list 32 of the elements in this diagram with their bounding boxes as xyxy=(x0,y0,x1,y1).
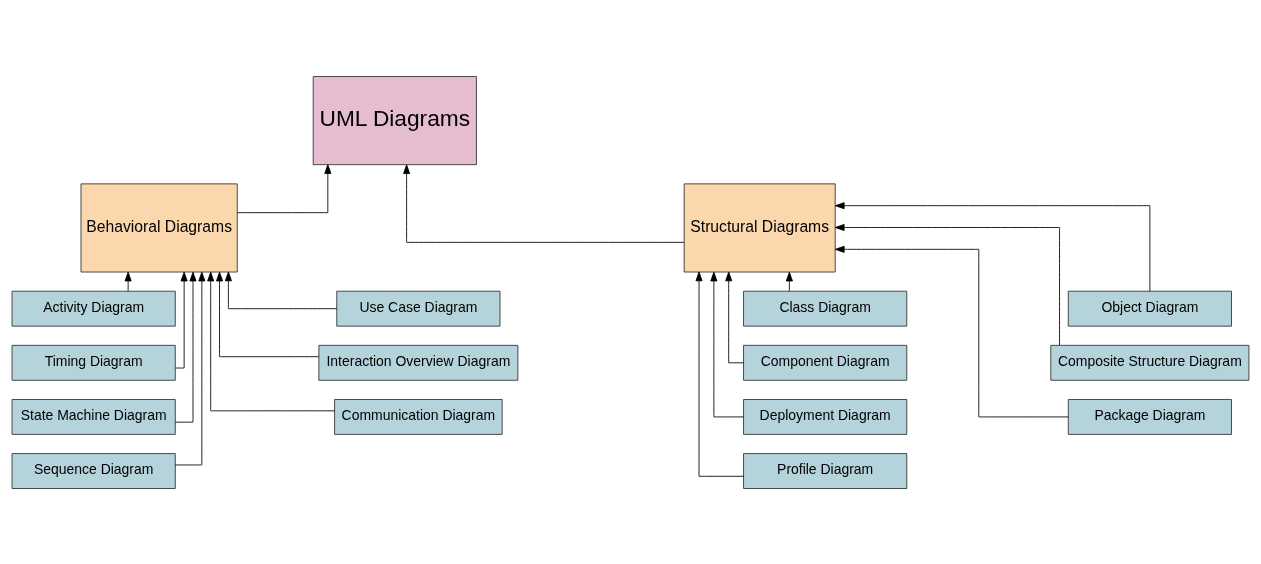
node-box: Class Diagram xyxy=(743,290,908,327)
node-box: Communication Diagram xyxy=(334,398,503,435)
node-box: Composite Structure Diagram xyxy=(1050,344,1250,381)
node-box: Component Diagram xyxy=(743,344,908,381)
node-box: Structural Diagrams xyxy=(683,182,836,272)
node-box: Deployment Diagram xyxy=(743,398,908,435)
arrow xyxy=(216,271,320,357)
arrow xyxy=(175,271,188,368)
node-box: Use Case Diagram xyxy=(336,290,501,327)
node-box: UML Diagrams xyxy=(312,75,477,165)
node-box: State Machine Diagram xyxy=(11,398,176,435)
arrow xyxy=(834,245,1069,417)
arrow xyxy=(834,201,1151,292)
arrow xyxy=(174,271,206,465)
node-box: Interaction Overview Diagram xyxy=(318,344,519,381)
arrow xyxy=(207,271,335,411)
arrow xyxy=(175,271,197,423)
arrow xyxy=(403,163,685,243)
node-box: Package Diagram xyxy=(1067,398,1232,435)
arrow xyxy=(695,271,744,477)
node-box: Profile Diagram xyxy=(743,452,908,489)
arrow xyxy=(834,223,1060,346)
node-box: Timing Diagram xyxy=(11,344,176,381)
node-box: Activity Diagram xyxy=(11,290,176,327)
arrow xyxy=(236,163,332,213)
arrow xyxy=(124,271,132,292)
node-box: Sequence Diagram xyxy=(11,452,176,489)
arrow xyxy=(224,271,338,309)
arrow xyxy=(785,271,793,292)
arrow xyxy=(710,271,744,417)
node-box: Behavioral Diagrams xyxy=(80,182,238,272)
node-box: Object Diagram xyxy=(1067,290,1232,327)
